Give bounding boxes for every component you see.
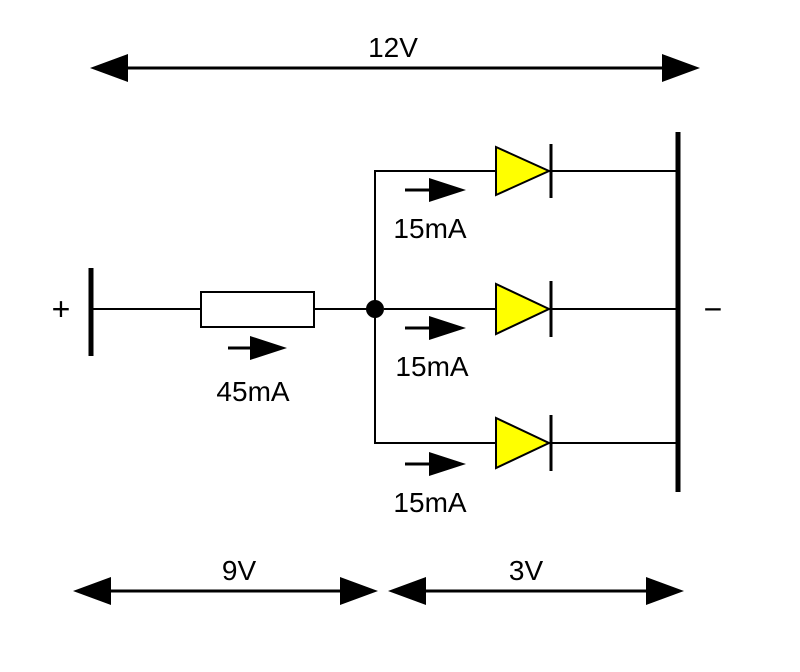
led-1-triangle bbox=[495, 145, 552, 197]
main-current-label: 45mA bbox=[216, 376, 289, 407]
resistor-voltage-dimension: 9V bbox=[73, 555, 378, 605]
total-voltage-label: 12V bbox=[368, 32, 418, 63]
led-voltage-arrow-left bbox=[388, 577, 426, 605]
total-voltage-arrow-left bbox=[90, 54, 128, 82]
resistor-voltage-arrow-left bbox=[73, 577, 111, 605]
branch-2-current-label: 15mA bbox=[395, 351, 468, 382]
led-voltage-label: 3V bbox=[509, 555, 544, 586]
positive-terminal-label: + bbox=[52, 291, 71, 327]
branch-2: 15mA bbox=[384, 281, 678, 382]
branch-3-arrow-head bbox=[429, 452, 466, 476]
led-voltage-arrow-right bbox=[646, 577, 684, 605]
total-voltage-dimension: 12V bbox=[90, 32, 700, 82]
led-3-triangle bbox=[495, 416, 552, 470]
branch-1: 15mA bbox=[375, 144, 678, 244]
branch-2-arrow-head bbox=[429, 316, 466, 340]
total-voltage-arrow-right bbox=[662, 54, 700, 82]
main-branch bbox=[91, 291, 384, 328]
led-2-triangle bbox=[495, 282, 552, 336]
resistor-voltage-arrow-right bbox=[340, 577, 378, 605]
resistor-voltage-label: 9V bbox=[222, 555, 257, 586]
main-current-indicator: 45mA bbox=[216, 336, 290, 407]
negative-terminal-label: − bbox=[704, 291, 723, 327]
branch-3: 15mA bbox=[375, 415, 678, 518]
resistor bbox=[200, 291, 315, 328]
branch-1-arrow-head bbox=[429, 178, 466, 202]
led-voltage-dimension: 3V bbox=[388, 555, 684, 605]
branch-3-current-label: 15mA bbox=[393, 487, 466, 518]
branch-1-current-label: 15mA bbox=[393, 213, 466, 244]
main-current-arrow-head bbox=[250, 336, 287, 360]
